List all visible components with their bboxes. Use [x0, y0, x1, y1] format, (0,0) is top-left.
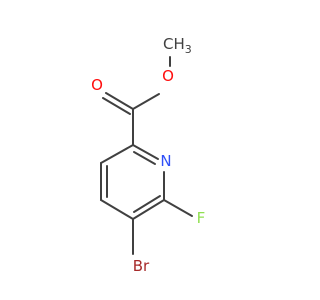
atom-fluorine: F	[197, 209, 206, 227]
ring-bond-n-c2-inner	[133, 151, 156, 165]
bond-ccarboxyl-o-ester	[132, 93, 160, 110]
atom-methyl-group: CH3	[163, 35, 192, 56]
molecule-canvas: O O CH3 N F Br	[91, 35, 206, 275]
ring-bond-c4-c5	[100, 199, 134, 220]
ring-bond-n-c2	[132, 144, 159, 160]
atom-nitrogen: N	[160, 152, 171, 170]
atom-bromine: Br	[133, 257, 150, 275]
atom-carbonyl-oxygen: O	[91, 76, 103, 94]
bond-layer	[100, 56, 193, 255]
ring-bond-c2-c3	[100, 144, 134, 164]
bond-ccarboxyl-o-double-b	[102, 97, 131, 115]
ring-bond-c5-c6-inner	[133, 195, 161, 213]
bond-ccarboxyl-o-double-a	[105, 92, 134, 110]
atom-ester-oxygen: O	[162, 67, 174, 85]
structure-diagram: O O CH3 N F Br	[91, 35, 206, 275]
bond-c6-f	[163, 199, 193, 217]
methyl-subscript: 3	[185, 43, 192, 56]
methyl-label: CH	[163, 35, 185, 53]
ring-bond-c5-c6	[132, 199, 165, 220]
